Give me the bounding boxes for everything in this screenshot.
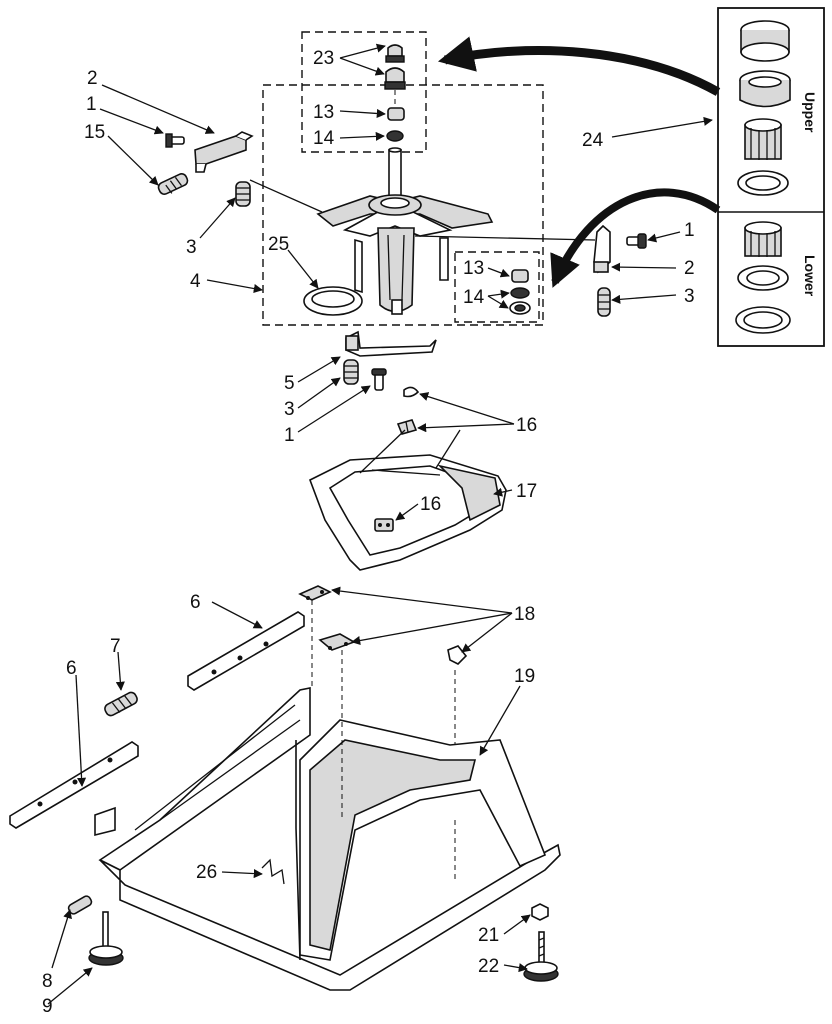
callout-3-right: 3 xyxy=(684,286,695,307)
callout-6-upper: 6 xyxy=(190,592,201,613)
bushing-13-side xyxy=(511,269,529,283)
bolt-8 xyxy=(67,895,93,915)
clamp-2-upper-left xyxy=(194,131,254,173)
callout-3-upper-left: 3 xyxy=(186,237,197,258)
leveling-foot-22 xyxy=(523,931,559,982)
rail-6-upper xyxy=(187,611,305,691)
bolt-1-right xyxy=(626,233,647,249)
lower-bearing-ring xyxy=(735,306,791,334)
rail-6-lower xyxy=(9,741,139,829)
callout-26: 26 xyxy=(196,862,217,883)
lower-bearing-cup xyxy=(737,265,789,291)
washer-14-top xyxy=(386,130,404,142)
callout-24: 24 xyxy=(582,130,604,151)
spring-3-right xyxy=(597,287,611,317)
callout-14-side: 14 xyxy=(463,287,485,308)
spring-3-lower xyxy=(343,359,359,385)
clip-16-top xyxy=(403,386,420,398)
callout-8: 8 xyxy=(42,971,53,992)
upper-roller-bearing xyxy=(744,118,782,160)
clamp-5 xyxy=(345,330,437,357)
callout-16-top: 16 xyxy=(516,415,537,436)
bracket-18-left xyxy=(298,585,332,601)
lower-label: Lower xyxy=(802,255,818,297)
cap-nut-lower xyxy=(384,67,406,90)
bolt-1-lower xyxy=(371,368,387,391)
upper-bearing-cup xyxy=(739,70,791,108)
arrow-upper-to-box xyxy=(437,36,721,96)
bushing-13-top xyxy=(387,107,405,121)
bearing-inset: Upper Lower xyxy=(717,7,825,347)
callout-21: 21 xyxy=(478,925,499,946)
upper-bearing-cone xyxy=(740,20,790,62)
assembly-box-top xyxy=(301,31,427,153)
callout-13-top: 13 xyxy=(313,102,334,123)
wire-26 xyxy=(261,858,285,885)
callout-5: 5 xyxy=(284,373,295,394)
callout-1-right: 1 xyxy=(684,220,695,241)
assembly-box-side xyxy=(454,251,540,323)
callout-13-side: 13 xyxy=(463,258,484,279)
callout-9: 9 xyxy=(42,996,53,1017)
pin-15 xyxy=(157,173,189,195)
callout-4: 4 xyxy=(190,271,201,292)
washer-14-side-a xyxy=(510,287,530,299)
callout-25: 25 xyxy=(268,234,289,255)
callout-labels: 2 1 15 3 4 25 23 13 14 13 14 1 2 3 24 5 … xyxy=(42,48,695,1017)
arrow-lower-to-box xyxy=(550,188,721,288)
washer-14-side-b xyxy=(509,301,531,315)
seal-ring-25 xyxy=(303,286,363,316)
callout-22: 22 xyxy=(478,956,499,977)
callout-3-lower: 3 xyxy=(284,399,295,420)
callout-2-upper-left: 2 xyxy=(87,68,98,89)
transmission-assembly xyxy=(249,147,596,315)
clip-16-bottom xyxy=(374,518,394,532)
nut-21 xyxy=(531,903,549,921)
spring-3-upper-left xyxy=(235,181,251,207)
callout-16-bottom: 16 xyxy=(420,494,441,515)
callout-1-upper-left: 1 xyxy=(86,94,97,115)
clip-16-mid xyxy=(396,419,418,435)
callout-1-lower: 1 xyxy=(284,425,295,446)
callout-17: 17 xyxy=(516,481,537,502)
bracket-18-right xyxy=(447,645,468,665)
clamp-2-right xyxy=(593,224,611,274)
lower-roller-bearing xyxy=(744,221,782,257)
callout-15: 15 xyxy=(84,122,105,143)
callout-18: 18 xyxy=(514,604,535,625)
bracket-18-center xyxy=(318,633,356,651)
callout-23: 23 xyxy=(313,48,334,69)
upper-label: Upper xyxy=(802,92,818,133)
callout-7: 7 xyxy=(110,636,121,657)
callout-14-top: 14 xyxy=(313,128,335,149)
callout-6-lower: 6 xyxy=(66,658,77,679)
leader-lines xyxy=(47,43,713,1005)
upper-bearing-ring xyxy=(737,170,789,196)
pin-7 xyxy=(104,691,138,717)
leveling-foot-9 xyxy=(88,911,124,966)
callout-19: 19 xyxy=(514,666,535,687)
callout-2-right: 2 xyxy=(684,258,695,279)
cap-nut-upper xyxy=(385,44,405,63)
brake-frame-17 xyxy=(308,429,507,571)
bolt-1-upper-left xyxy=(165,133,185,148)
base-frame-19 xyxy=(94,600,561,991)
